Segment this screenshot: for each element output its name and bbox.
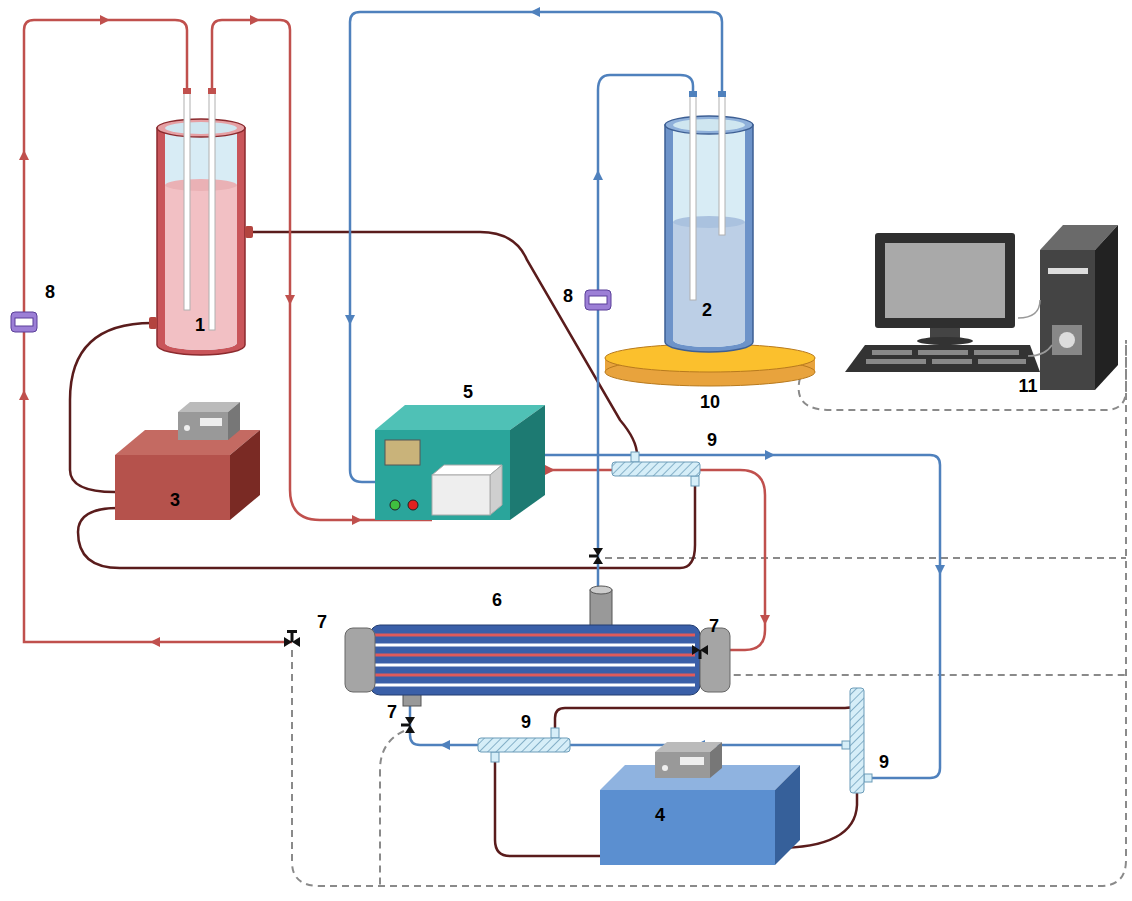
callout-number: 4 [655,806,665,824]
callout-number: 10 [700,393,720,411]
hot-tank [149,88,253,355]
pump-unit [375,405,545,520]
heat-exchanger [345,586,730,706]
callout-number: 1 [195,316,205,334]
cold-tank [665,91,753,352]
callout-number: 2 [702,301,712,319]
callout-number: 9 [879,753,889,771]
valve [284,548,708,733]
flow-meter [11,290,611,332]
computer [845,225,1118,390]
callout-number: 3 [170,491,180,509]
callout-number: 7 [317,613,327,631]
callout-number: 5 [463,383,473,401]
hot-thermostat [115,402,260,520]
callout-number: 8 [45,283,55,301]
cold-pipes [350,12,940,778]
signal-lines [292,340,1126,886]
flow-arrows [19,7,945,750]
callout-number: 11 [1018,377,1037,395]
callout-number: 9 [521,713,531,731]
hot-pipes [24,20,765,650]
callout-number: 7 [709,617,719,635]
cold-thermostat [600,742,800,865]
callout-number: 9 [707,431,717,449]
callout-number: 6 [492,591,502,609]
callout-number: 7 [387,703,397,721]
jacket-connector [478,452,872,793]
callout-number: 8 [563,287,573,305]
